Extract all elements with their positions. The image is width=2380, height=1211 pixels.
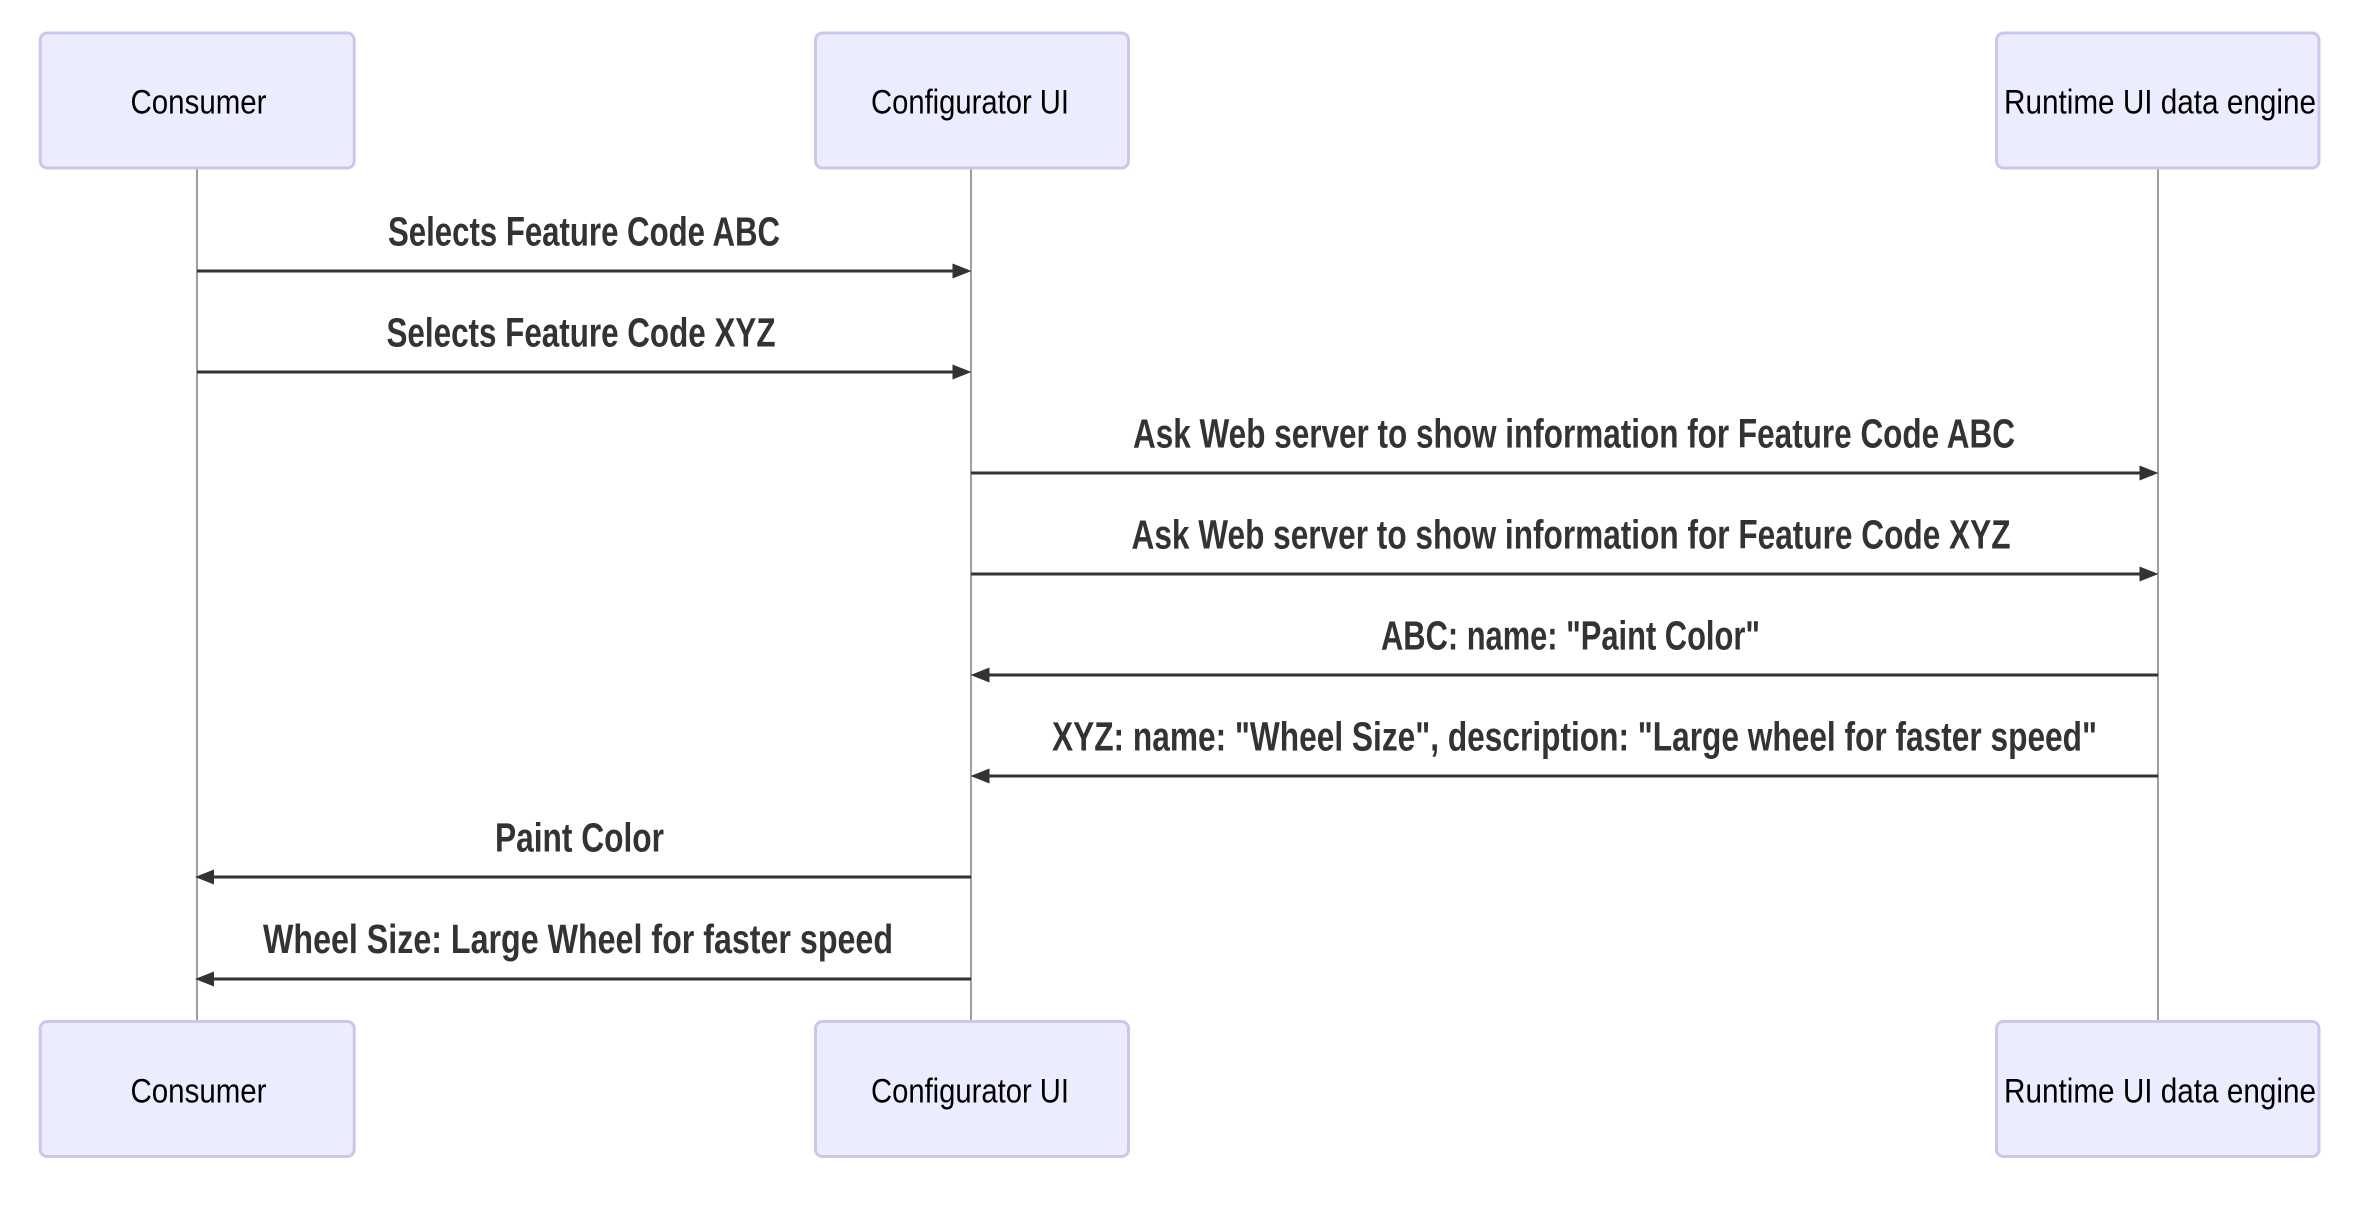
- svg-text:Ask Web server to show informa: Ask Web server to show information for F…: [1132, 512, 2011, 558]
- svg-text:Runtime UI data engine: Runtime UI data engine: [2004, 84, 2316, 122]
- svg-text:XYZ: name: "Wheel Size", descr: XYZ: name: "Wheel Size", description: "L…: [1052, 714, 2097, 760]
- svg-text:Selects Feature Code ABC: Selects Feature Code ABC: [388, 209, 780, 255]
- svg-text:Configurator UI: Configurator UI: [871, 84, 1069, 122]
- svg-text:Selects Feature Code XYZ: Selects Feature Code XYZ: [387, 310, 776, 356]
- svg-text:Consumer: Consumer: [131, 84, 267, 122]
- svg-text:Consumer: Consumer: [131, 1073, 267, 1111]
- svg-text:Ask Web server to show informa: Ask Web server to show information for F…: [1133, 411, 2015, 457]
- svg-text:Runtime UI data engine: Runtime UI data engine: [2004, 1073, 2316, 1111]
- svg-text:Wheel Size: Large Wheel for fa: Wheel Size: Large Wheel for faster speed: [263, 916, 893, 962]
- svg-text:ABC: name: "Paint Color": ABC: name: "Paint Color": [1381, 613, 1760, 659]
- svg-text:Paint Color: Paint Color: [495, 815, 664, 861]
- svg-text:Configurator UI: Configurator UI: [871, 1073, 1069, 1111]
